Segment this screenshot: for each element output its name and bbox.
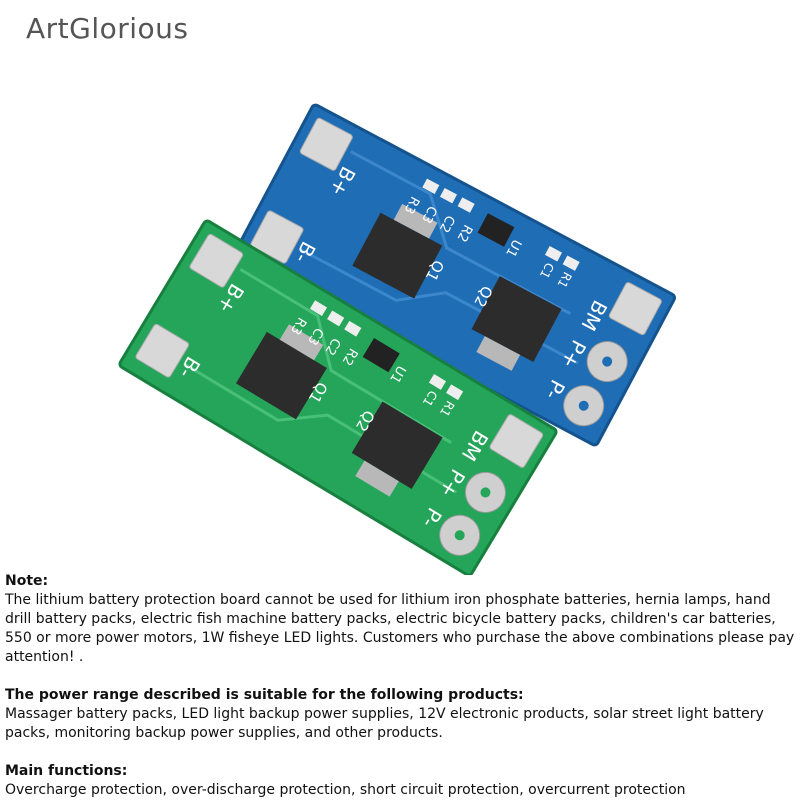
blue-pcb-board: B+ B- R3 C3 C2 R2 U1 Q1 Q2 C1 R1 BM P+ P… (234, 103, 676, 447)
blue-label-r1: R1 (555, 270, 575, 291)
blue-label-c3: C3 (418, 203, 439, 225)
green-pad-b-plus (189, 233, 244, 288)
green-chip-u1 (362, 337, 400, 373)
brand-logo: ArtGlorious (26, 12, 189, 45)
blue-label-u1: U1 (502, 237, 524, 260)
blue-label-r2: R2 (454, 222, 475, 244)
description-text: Note: The lithium battery protection boa… (5, 572, 795, 800)
blue-mosfet-q1 (352, 212, 443, 299)
blue-mosfet-q2 (471, 276, 562, 362)
blue-label-c1: C1 (537, 260, 557, 281)
power-range-heading: The power range described is suitable fo… (5, 687, 524, 703)
blue-chip-u1 (477, 213, 515, 247)
main-functions-body: Overcharge protection, over-discharge pr… (5, 782, 686, 798)
blue-pad-bm (608, 282, 662, 336)
blue-label-r3: R3 (401, 194, 422, 216)
blue-pad-b-plus (299, 117, 353, 171)
green-mosfet-q2 (351, 401, 443, 489)
green-pad-bm (489, 414, 544, 468)
blue-label-c2: C2 (436, 213, 457, 235)
note-heading: Note: (5, 573, 49, 589)
product-photo: B+ B- R3 C3 C2 R2 U1 Q1 Q2 C1 R1 BM P+ P… (118, 103, 676, 575)
green-pad-b-minus (135, 323, 190, 378)
green-pcb-board: B+ B- R3 C3 C2 R2 U1 Q1 Q2 C1 R1 BM P+ P… (118, 219, 558, 575)
blue-pad-b-minus (250, 210, 304, 264)
main-functions-heading: Main functions: (5, 763, 128, 779)
note-body: The lithium battery protection board can… (5, 592, 795, 665)
power-range-body: Massager battery packs, LED light backup… (5, 706, 764, 741)
green-mosfet-q1 (235, 331, 327, 420)
